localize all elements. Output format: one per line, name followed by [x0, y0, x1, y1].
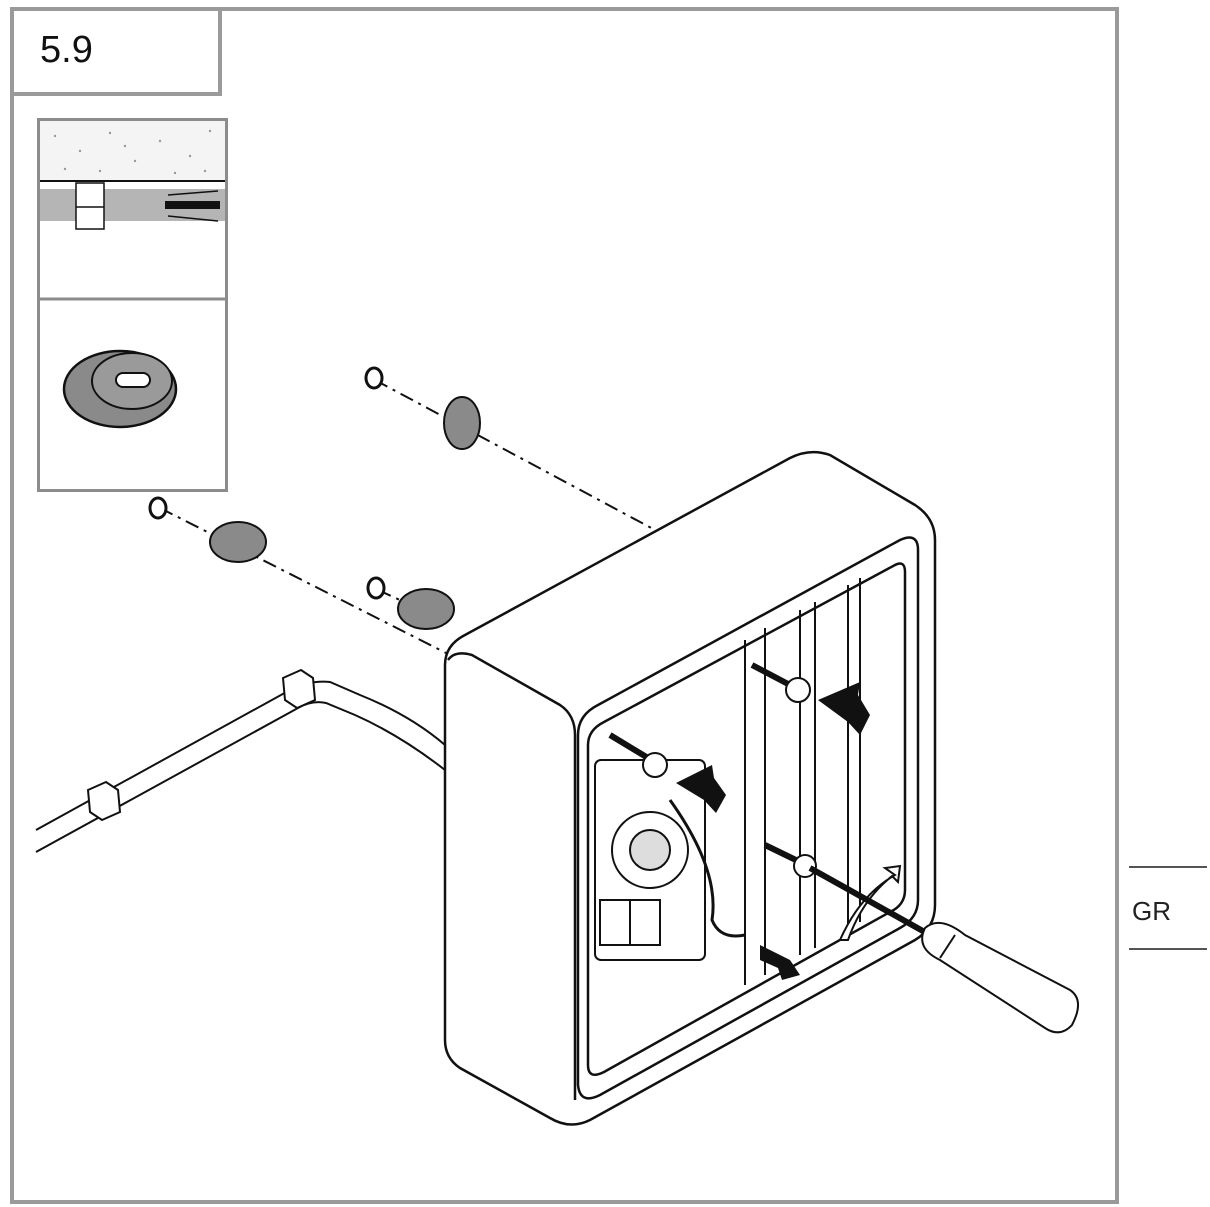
rotate-arrow-icon: [838, 864, 902, 941]
conduit-box: [75, 182, 105, 230]
arrow-icon: [676, 682, 870, 980]
plaster-texture: [53, 129, 212, 175]
cable: [35, 680, 446, 853]
step-number: 5.9: [40, 29, 93, 71]
step-number-box: 5.9: [10, 7, 222, 96]
inset-illustration: [40, 121, 225, 429]
box-ribs: [744, 578, 861, 985]
screw-icon: [608, 662, 817, 878]
grommet-icon: [209, 396, 481, 630]
wire: [668, 799, 746, 938]
diagram-frame: [10, 7, 1119, 1204]
cable-lines: [165, 201, 220, 209]
language-code: GR: [1132, 896, 1171, 926]
language-tab: GR: [1129, 866, 1207, 950]
cable-clip: [86, 668, 317, 822]
seal-icon: [148, 366, 386, 600]
detail-inset: [37, 118, 228, 492]
screwdriver-icon: [808, 865, 1079, 1034]
plaster-layer: [40, 121, 225, 181]
grommet-detail-icon: [62, 349, 178, 429]
